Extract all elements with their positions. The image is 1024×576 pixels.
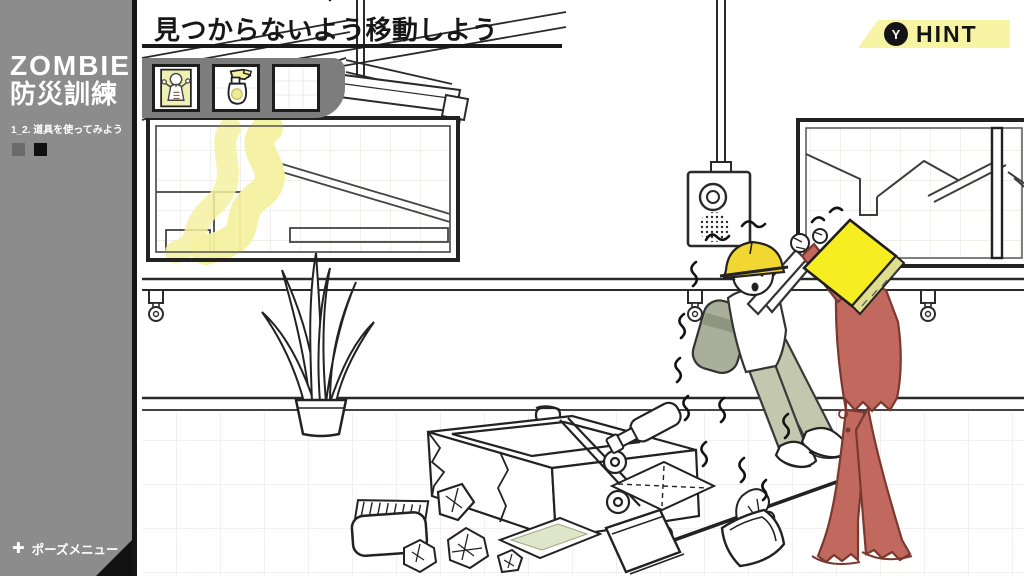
- logo-line2: 防災訓練: [10, 78, 119, 109]
- inventory-slot-spray-bottle[interactable]: [212, 64, 260, 112]
- gamepad-y-icon: Y: [884, 22, 908, 46]
- zombie-poster-icon: [160, 68, 192, 108]
- green-folder: [497, 516, 603, 560]
- progress-step-done: [12, 143, 25, 156]
- spray-bottle-icon: [215, 67, 257, 109]
- game-logo: ZOMBIE 防災訓練: [10, 50, 131, 109]
- hardhat-icon: [719, 240, 789, 280]
- hint-button[interactable]: Y HINT: [858, 20, 1010, 48]
- potted-plant: [261, 252, 375, 438]
- empty-slot-grid: [275, 67, 317, 109]
- shake-squiggles: [328, 0, 844, 502]
- sidebar: ZOMBIE 防災訓練 1_2. 道具を使ってみよう ✚ ポーズメニュー: [0, 0, 137, 576]
- crumpled-paper-balls: [403, 526, 524, 574]
- chalkboard-eraser: [350, 499, 430, 558]
- speaker-grille-icon: [699, 212, 729, 242]
- bucket-icon: [802, 218, 906, 316]
- plus-icon: ✚: [12, 540, 25, 557]
- hint-label: HINT: [916, 20, 978, 47]
- window-left-cityscape: [146, 113, 460, 265]
- progress-steps: [12, 143, 47, 156]
- progress-step-current: [34, 143, 47, 156]
- hanging-fluorescent-light: [330, 0, 470, 132]
- inventory-slot-zombie-poster[interactable]: [152, 64, 200, 112]
- objective-underline: [142, 44, 562, 48]
- stage-label: 1_2. 道具を使ってみよう: [11, 125, 123, 136]
- yellow-gas-trail: [165, 113, 285, 265]
- fallen-bottle: [605, 401, 682, 454]
- inventory-slot-empty[interactable]: [272, 64, 320, 112]
- logo-line1: ZOMBIE: [10, 50, 131, 81]
- envelope: [609, 460, 717, 512]
- ceiling-speaker: [686, 0, 752, 248]
- scared-worker-with-hardhat: [691, 228, 850, 469]
- inventory-bar: [142, 58, 345, 118]
- objective-title: 見つからないよう移動しよう: [154, 15, 498, 45]
- sidebar-corner-decoration: [96, 540, 132, 576]
- cleaning-bucket-with-rag: [720, 488, 786, 568]
- zombie-with-bucket-on-head: [800, 218, 913, 565]
